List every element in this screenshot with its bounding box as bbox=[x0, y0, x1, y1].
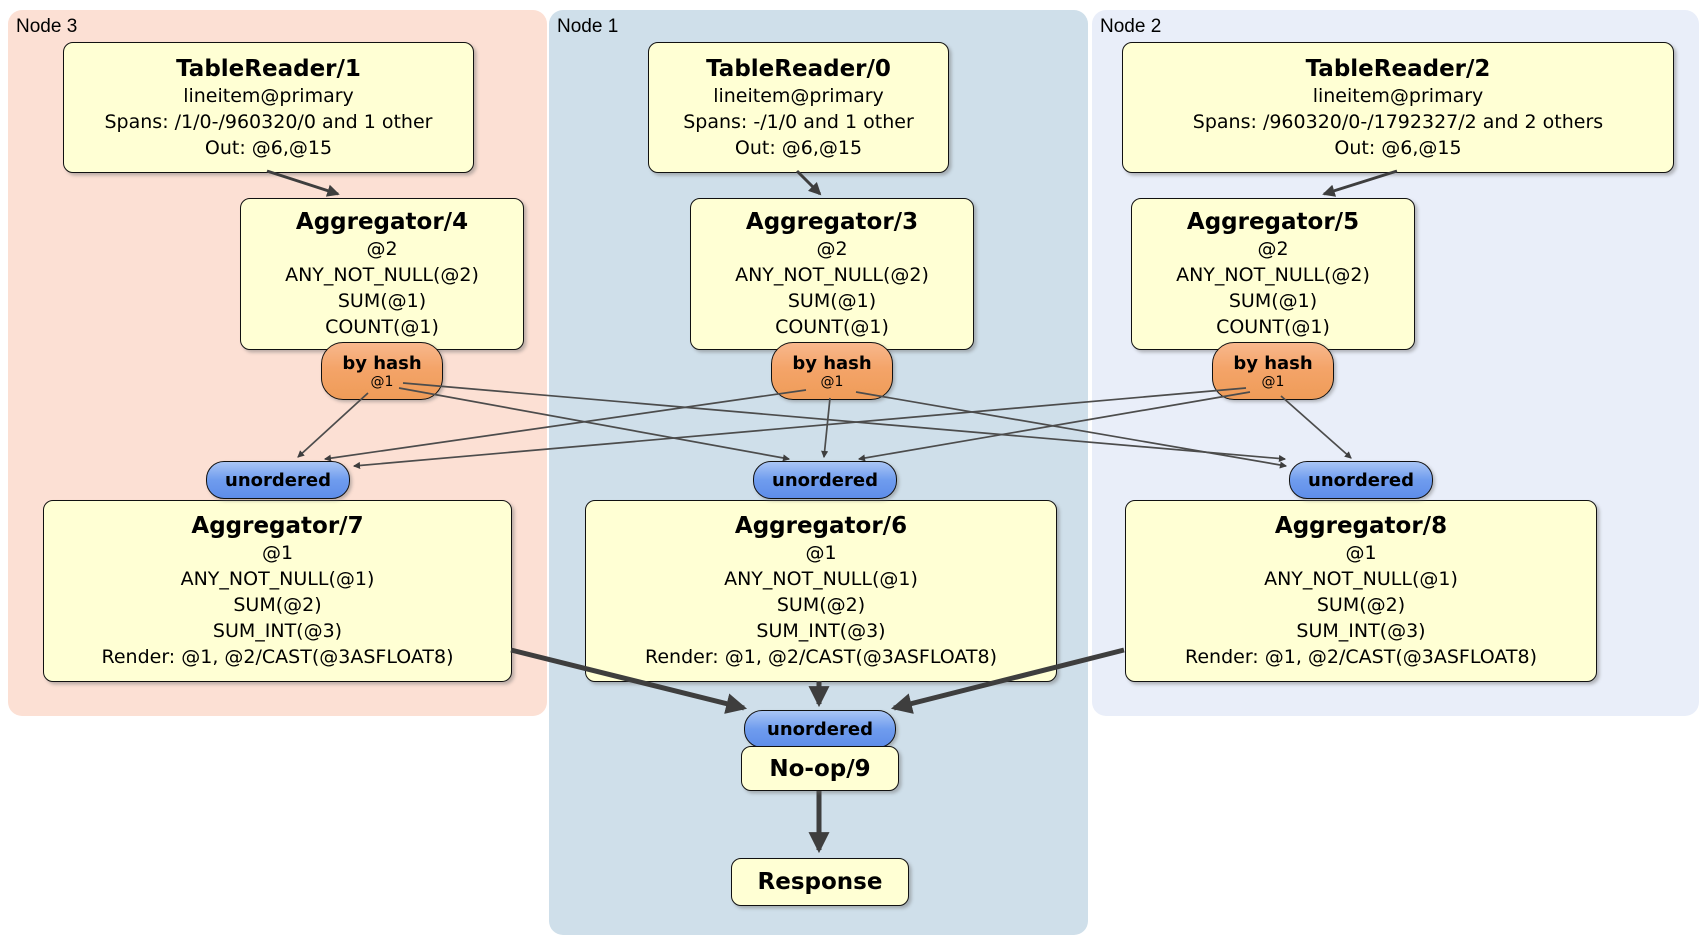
processor-noop-9: No-op/9 bbox=[741, 746, 899, 791]
unordered-sync-6: unordered bbox=[753, 461, 897, 499]
processor-detail: SUM(@2) bbox=[776, 594, 866, 616]
processor-detail: @2 bbox=[816, 238, 848, 260]
processor-detail: ANY_NOT_NULL(@2) bbox=[735, 264, 929, 286]
processor-detail: @1 bbox=[1345, 542, 1377, 564]
processor-aggregator-8: Aggregator/8 @1 ANY_NOT_NULL(@1) SUM(@2)… bbox=[1125, 500, 1597, 682]
processor-title: Aggregator/6 bbox=[734, 513, 908, 539]
processor-detail: Out: @6,@15 bbox=[204, 136, 333, 159]
processor-title: Aggregator/8 bbox=[1274, 513, 1448, 539]
processor-detail: lineitem@primary bbox=[713, 84, 884, 107]
hash-router-5: by hash @1 bbox=[1212, 342, 1334, 400]
processor-detail: Render: @1, @2/CAST(@3ASFLOAT8) bbox=[1185, 646, 1537, 668]
processor-detail: Out: @6,@15 bbox=[1334, 136, 1462, 159]
processor-detail: SUM(@1) bbox=[787, 290, 877, 312]
node-group-label: Node 3 bbox=[16, 16, 78, 37]
processor-detail: SUM(@2) bbox=[1316, 594, 1406, 616]
unordered-sync-8: unordered bbox=[1289, 461, 1433, 499]
unordered-sync-7: unordered bbox=[206, 461, 350, 499]
node-group-label: Node 1 bbox=[557, 16, 619, 37]
processor-aggregator-4: Aggregator/4 @2 ANY_NOT_NULL(@2) SUM(@1)… bbox=[240, 198, 524, 350]
processor-detail: Spans: -/1/0 and 1 other bbox=[683, 110, 914, 133]
processor-aggregator-3: Aggregator/3 @2 ANY_NOT_NULL(@2) SUM(@1)… bbox=[690, 198, 974, 350]
processor-aggregator-5: Aggregator/5 @2 ANY_NOT_NULL(@2) SUM(@1)… bbox=[1131, 198, 1415, 350]
processor-detail: COUNT(@1) bbox=[325, 316, 439, 338]
processor-detail: Render: @1, @2/CAST(@3ASFLOAT8) bbox=[645, 646, 997, 668]
sync-label: unordered bbox=[225, 469, 331, 491]
hash-router-stream: @1 bbox=[1261, 373, 1285, 390]
processor-detail: @2 bbox=[1257, 238, 1289, 260]
processor-detail: COUNT(@1) bbox=[1216, 316, 1330, 338]
processor-detail: ANY_NOT_NULL(@2) bbox=[285, 264, 479, 286]
hash-router-stream: @1 bbox=[820, 373, 844, 390]
hash-router-3: by hash @1 bbox=[771, 342, 893, 400]
processor-detail: SUM_INT(@3) bbox=[212, 620, 343, 642]
processor-detail: SUM(@2) bbox=[233, 594, 322, 616]
processor-tablereader-0: TableReader/0 lineitem@primary Spans: -/… bbox=[648, 42, 949, 173]
processor-detail: ANY_NOT_NULL(@1) bbox=[724, 568, 918, 590]
processor-title: Aggregator/5 bbox=[1186, 209, 1360, 235]
hash-router-label: by hash bbox=[792, 352, 872, 374]
hash-router-stream: @1 bbox=[370, 373, 394, 390]
processor-detail: SUM_INT(@3) bbox=[1296, 620, 1426, 642]
processor-aggregator-7: Aggregator/7 @1 ANY_NOT_NULL(@1) SUM(@2)… bbox=[43, 500, 512, 682]
processor-detail: lineitem@primary bbox=[1312, 84, 1484, 107]
processor-title: Aggregator/4 bbox=[295, 209, 469, 235]
hash-router-label: by hash bbox=[342, 352, 422, 374]
processor-detail: ANY_NOT_NULL(@1) bbox=[180, 568, 375, 590]
processor-detail: lineitem@primary bbox=[183, 84, 354, 107]
processor-tablereader-1: TableReader/1 lineitem@primary Spans: /1… bbox=[63, 42, 474, 173]
sync-label: unordered bbox=[772, 469, 878, 491]
processor-detail: @1 bbox=[261, 542, 294, 564]
processor-tablereader-2: TableReader/2 lineitem@primary Spans: /9… bbox=[1122, 42, 1674, 173]
hash-router-4: by hash @1 bbox=[321, 342, 443, 400]
processor-detail: Spans: /1/0-/960320/0 and 1 other bbox=[104, 110, 433, 133]
processor-detail: COUNT(@1) bbox=[775, 316, 889, 338]
processor-detail: SUM(@1) bbox=[1228, 290, 1318, 312]
processor-title: TableReader/0 bbox=[706, 55, 891, 82]
processor-detail: SUM(@1) bbox=[337, 290, 427, 312]
processor-title: Aggregator/3 bbox=[745, 209, 919, 235]
processor-title: TableReader/1 bbox=[176, 55, 361, 82]
response-node: Response bbox=[731, 858, 909, 906]
sync-label: unordered bbox=[1308, 469, 1414, 491]
processor-detail: Out: @6,@15 bbox=[734, 136, 863, 159]
processor-detail: Render: @1, @2/CAST(@3ASFLOAT8) bbox=[101, 646, 454, 668]
sync-label: unordered bbox=[767, 718, 873, 740]
processor-detail: SUM_INT(@3) bbox=[756, 620, 886, 642]
node-group-label: Node 2 bbox=[1100, 16, 1162, 37]
processor-title: Response bbox=[757, 869, 883, 895]
processor-detail: ANY_NOT_NULL(@2) bbox=[1176, 264, 1370, 286]
processor-aggregator-6: Aggregator/6 @1 ANY_NOT_NULL(@1) SUM(@2)… bbox=[585, 500, 1057, 682]
processor-detail: Spans: /960320/0-/1792327/2 and 2 others bbox=[1192, 110, 1604, 133]
hash-router-label: by hash bbox=[1233, 352, 1313, 374]
unordered-sync-final: unordered bbox=[744, 710, 896, 748]
processor-detail: @2 bbox=[366, 238, 398, 260]
processor-title: Aggregator/7 bbox=[191, 513, 364, 539]
processor-title: No-op/9 bbox=[769, 755, 871, 782]
processor-detail: ANY_NOT_NULL(@1) bbox=[1264, 568, 1458, 590]
processor-title: TableReader/2 bbox=[1305, 55, 1491, 82]
processor-detail: @1 bbox=[805, 542, 837, 564]
